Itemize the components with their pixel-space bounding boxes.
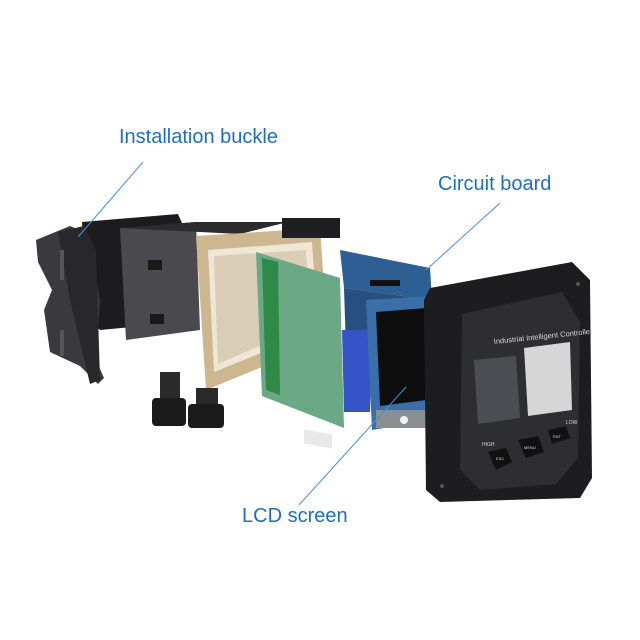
lcd-module — [366, 296, 432, 430]
rear-housing — [120, 222, 288, 340]
callout-line-buckle — [77, 161, 144, 238]
label-high: HIGH — [482, 442, 495, 448]
rear-cover-top — [282, 218, 340, 238]
green-pcb — [256, 252, 344, 449]
callout-line-lcd — [298, 386, 407, 506]
callout-lcd-screen: LCD screen — [242, 505, 348, 527]
esc-button[interactable]: ESC — [488, 448, 512, 470]
callout-line-circuit-board — [425, 202, 501, 271]
label-low: LOW — [566, 420, 578, 426]
cable-glands — [152, 372, 224, 428]
callout-installation-buckle: Installation buckle — [119, 126, 278, 148]
ent-button[interactable]: ENT — [548, 426, 570, 444]
front-panel: Industrial Intelligent Controller HIGH L… — [424, 262, 593, 502]
callout-circuit-board: Circuit board — [438, 173, 552, 195]
svg-text:ESC: ESC — [496, 456, 504, 461]
menu-button[interactable]: MENU — [518, 436, 544, 458]
svg-text:MENU: MENU — [524, 445, 536, 450]
svg-text:ENT: ENT — [553, 434, 562, 439]
